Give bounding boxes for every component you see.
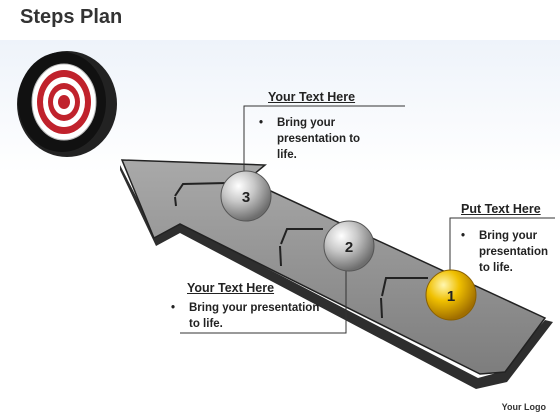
- footer-logo: Your Logo: [501, 402, 546, 412]
- step-3-ball: 3: [220, 170, 272, 222]
- bullet-dot: •: [461, 230, 466, 242]
- callout-bottom-text: Bring your presentation to life.: [189, 302, 320, 330]
- callout-top-bullet: • Bring your presentation to life.: [259, 115, 379, 163]
- step-1-label: 1: [447, 288, 455, 305]
- bullet-dot: •: [171, 302, 176, 314]
- step-2-ball: 2: [323, 220, 375, 272]
- callout-right-bullet: • Bring your presentation to life.: [461, 228, 556, 276]
- callout-top-text: Bring your presentation to life.: [277, 117, 361, 161]
- callout-top-heading: Your Text Here: [268, 90, 356, 104]
- step-3-label: 3: [242, 189, 250, 206]
- callout-connectors: [180, 105, 555, 334]
- callout-right-heading: Put Text Here: [461, 202, 541, 216]
- step-2-label: 2: [345, 239, 353, 256]
- callout-bottom-heading: Your Text Here: [187, 281, 275, 295]
- bullet-dot: •: [259, 117, 264, 129]
- callout-bottom-bullet: • Bring your presentation to life.: [171, 300, 331, 332]
- callout-right-text: Bring your presentation to life.: [479, 230, 549, 274]
- slide-title: Steps Plan: [20, 6, 123, 28]
- target-icon: [17, 51, 117, 157]
- step-1-ball: 1: [425, 269, 477, 321]
